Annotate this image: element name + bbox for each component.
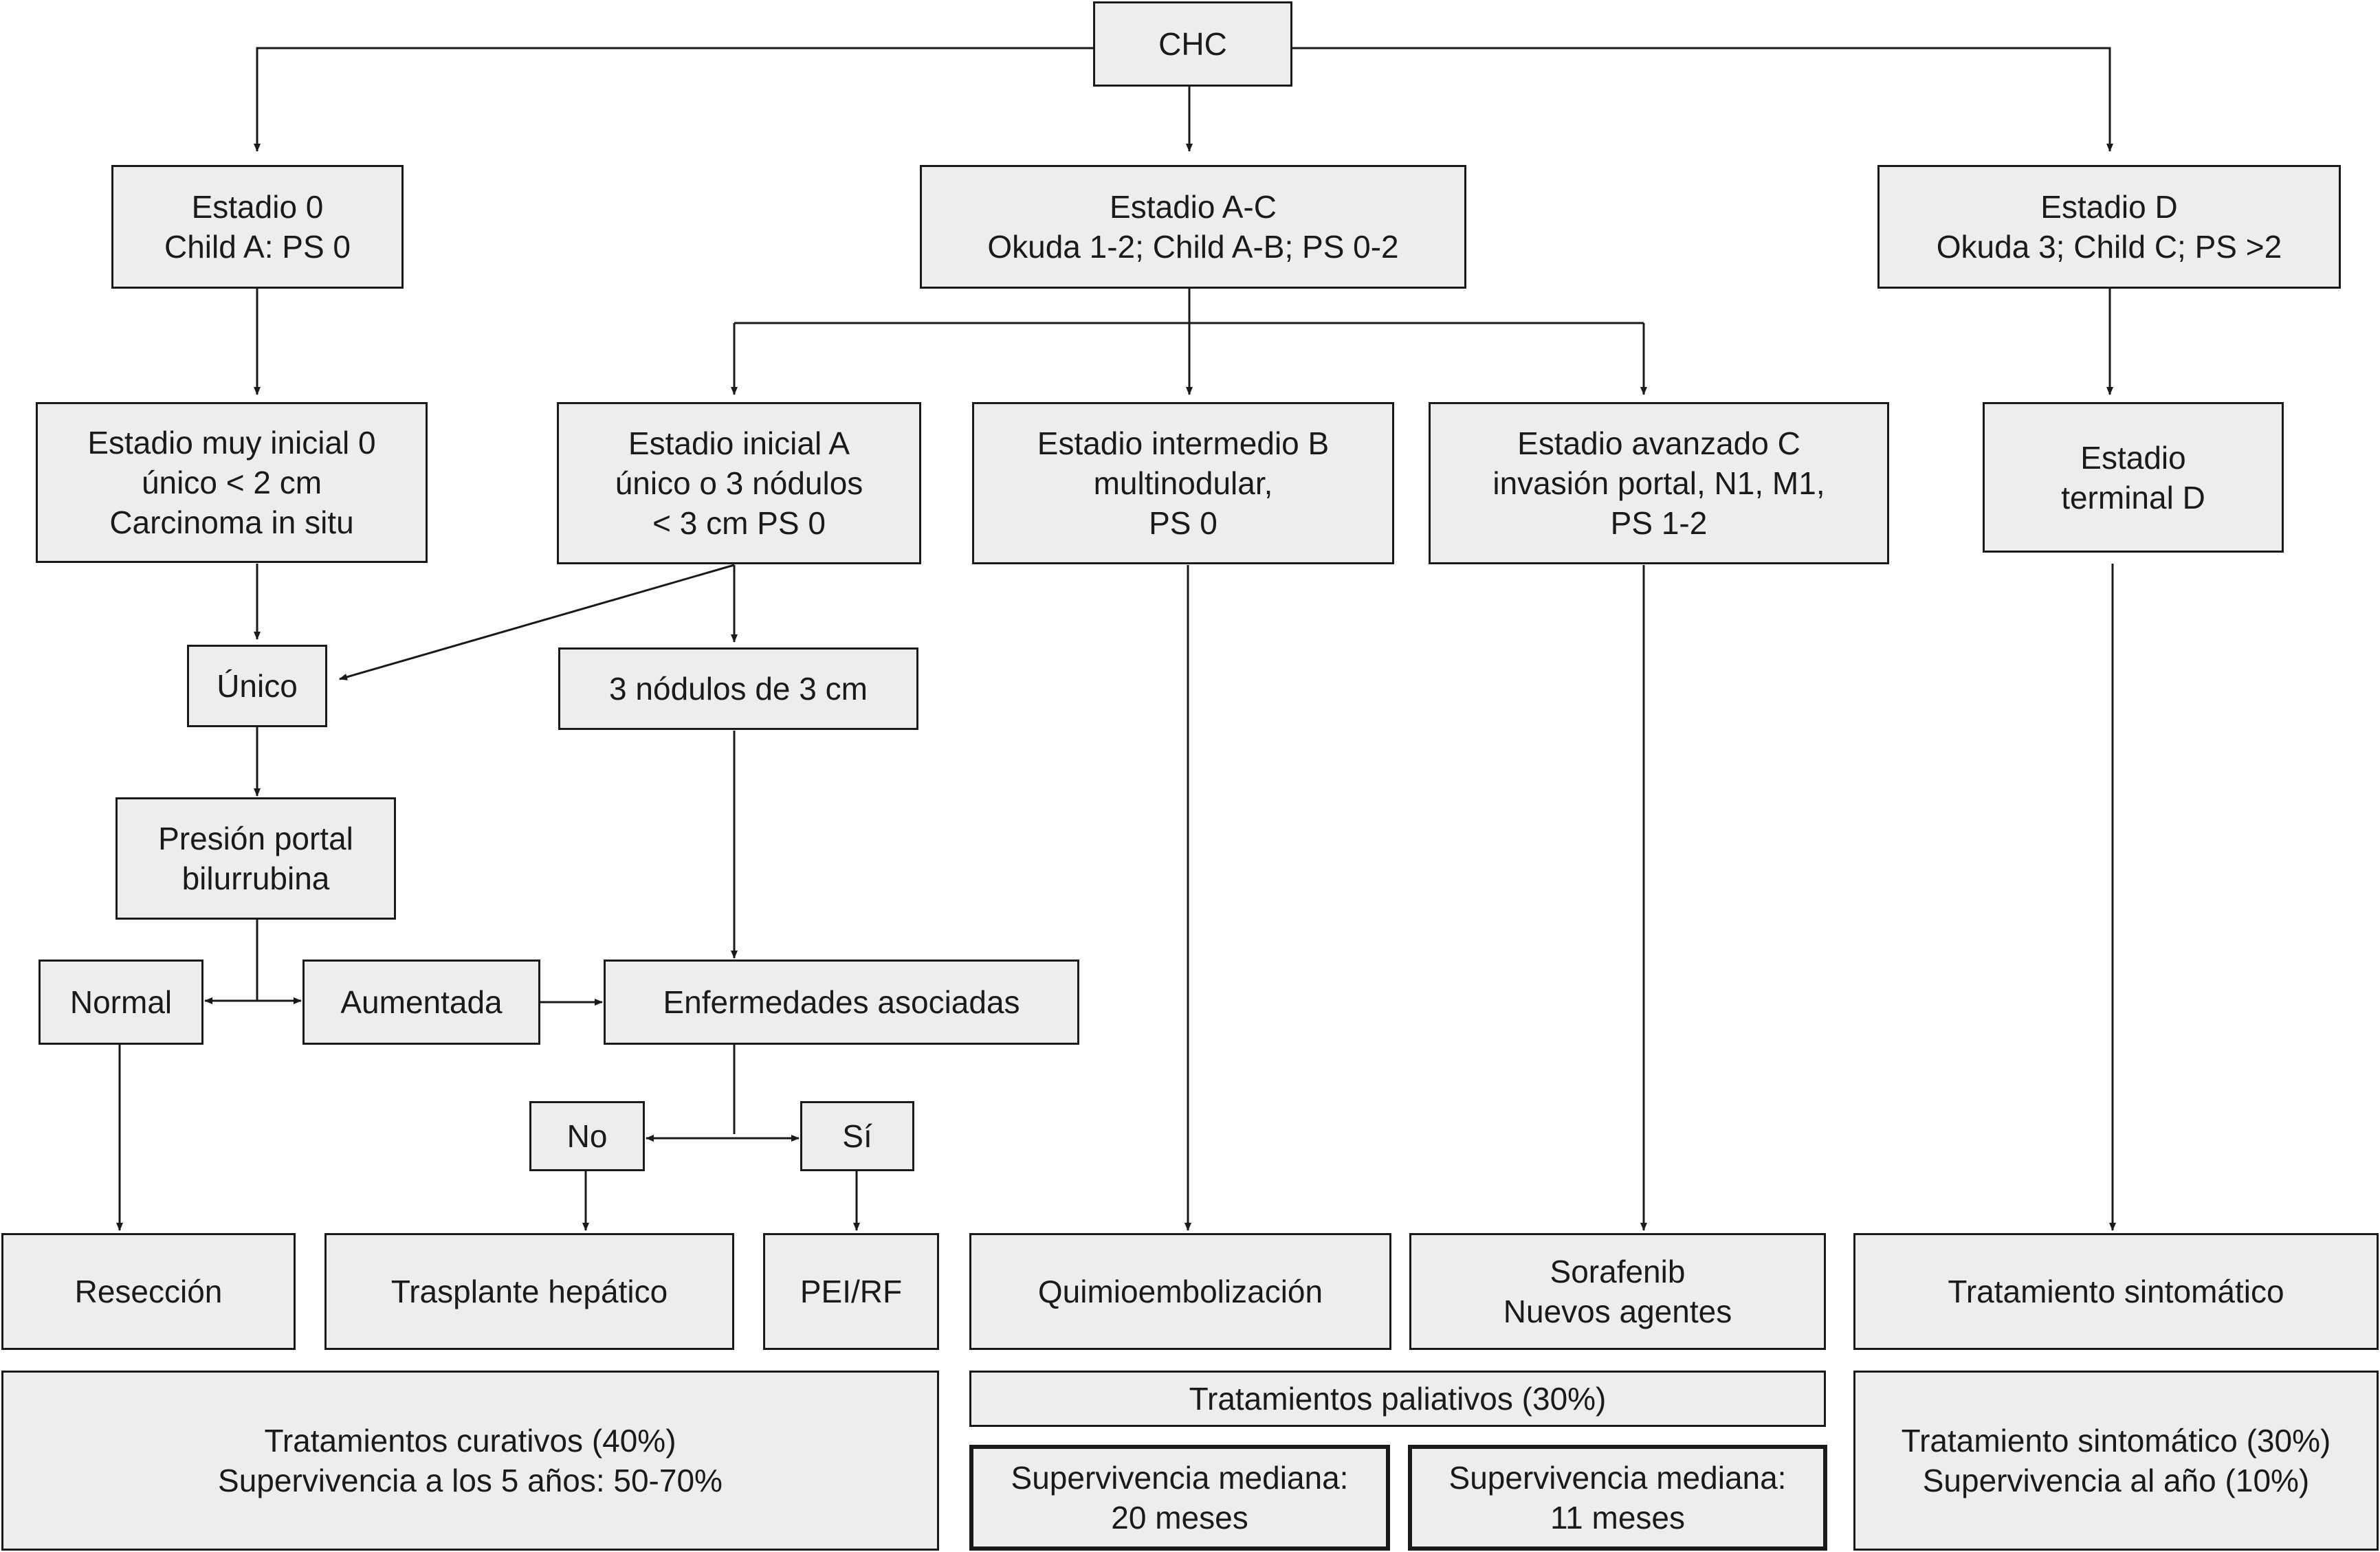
median-20-line1: Supervivencia mediana: (1011, 1460, 1349, 1496)
intermediate-line3: PS 0 (1149, 505, 1217, 541)
associated-diseases-node: Enfermedades asociadas (604, 960, 1079, 1045)
advanced-line2: invasión portal, N1, M1, (1492, 465, 1825, 501)
chemoembolization-node: Quimioembolización (969, 1233, 1391, 1350)
advanced-line3: PS 1-2 (1610, 505, 1708, 541)
median-11-line1: Supervivencia mediana: (1448, 1460, 1787, 1496)
arrow-early-unico (339, 564, 735, 680)
si-label: Sí (842, 1118, 872, 1154)
resection-label: Resección (74, 1274, 223, 1309)
si-node: Sí (800, 1101, 914, 1171)
increased-node: Aumentada (302, 960, 540, 1045)
stageAC-line1: Estadio A-C (1110, 189, 1277, 225)
no-label: No (566, 1118, 608, 1154)
unico-node: Único (187, 645, 327, 727)
curative-outcome-node: Tratamientos curativos (40%) Supervivenc… (1, 1371, 939, 1551)
early-line2: único o 3 nódulos (615, 465, 863, 501)
chc-node: CHC (1093, 1, 1292, 87)
very-early-line2: único < 2 cm (141, 465, 322, 500)
symptomatic-outcome-node: Tratamiento sintomático (30%) Superviven… (1853, 1371, 2379, 1551)
symptomatic-treatment-node: Tratamiento sintomático (1853, 1233, 2379, 1350)
normal-node: Normal (38, 960, 203, 1045)
chc-label: CHC (1158, 26, 1227, 62)
increased-label: Aumentada (340, 984, 503, 1020)
portal-pressure-line2: bilurrubina (181, 861, 330, 896)
arrow-chc-stageD (1292, 47, 2113, 152)
pei-rf-label: PEI/RF (800, 1274, 903, 1309)
sorafenib-line1: Sorafenib (1550, 1254, 1686, 1289)
very-early-line1: Estadio muy inicial 0 (87, 425, 376, 461)
portal-pressure-line1: Presión portal (158, 821, 353, 856)
symptomatic-outcome-line2: Supervivencia al año (10%) (1922, 1463, 2310, 1498)
palliative-outcome-node: Tratamientos paliativos (30%) (969, 1371, 1826, 1427)
advanced-stage-node: Estadio avanzado C invasión portal, N1, … (1429, 402, 1889, 564)
early-line1: Estadio inicial A (628, 425, 850, 461)
intermediate-stage-node: Estadio intermedio B multinodular, PS 0 (972, 402, 1394, 564)
stageAC-line2: Okuda 1-2; Child A-B; PS 0-2 (987, 229, 1399, 265)
symptomatic-label: Tratamiento sintomático (1948, 1274, 2284, 1309)
sorafenib-line2: Nuevos agentes (1503, 1294, 1732, 1329)
curative-line2: Supervivencia a los 5 años: 50-70% (218, 1463, 723, 1498)
transplant-node: Trasplante hepático (324, 1233, 734, 1350)
sorafenib-node: Sorafenib Nuevos agentes (1409, 1233, 1826, 1350)
normal-label: Normal (69, 984, 173, 1020)
three-nodules-node: 3 nódulos de 3 cm (558, 647, 918, 730)
symptomatic-outcome-line1: Tratamiento sintomático (30%) (1901, 1423, 2331, 1459)
palliative-label: Tratamientos paliativos (30%) (1189, 1381, 1607, 1417)
chemo-label: Quimioembolización (1037, 1274, 1323, 1309)
early-line3: < 3 cm PS 0 (652, 505, 826, 541)
intermediate-line1: Estadio intermedio B (1037, 425, 1330, 461)
terminal-line2: terminal D (2061, 479, 2205, 516)
three-nodules-label: 3 nódulos de 3 cm (609, 671, 868, 707)
no-node: No (529, 1101, 645, 1171)
stage0-node: Estadio 0 Child A: PS 0 (111, 165, 404, 289)
median-survival-11-node: Supervivencia mediana: 11 meses (1408, 1445, 1827, 1551)
very-early-stage-node: Estadio muy inicial 0 único < 2 cm Carci… (36, 402, 428, 563)
stageAC-node: Estadio A-C Okuda 1-2; Child A-B; PS 0-2 (920, 165, 1466, 289)
pei-rf-node: PEI/RF (763, 1233, 939, 1350)
early-stage-node: Estadio inicial A único o 3 nódulos < 3 … (557, 402, 921, 564)
median-11-line2: 11 meses (1550, 1500, 1686, 1536)
resection-node: Resección (1, 1233, 296, 1350)
stage0-line1: Estadio 0 (191, 189, 324, 225)
associated-label: Enfermedades asociadas (663, 984, 1020, 1020)
very-early-line3: Carcinoma in situ (109, 505, 354, 540)
portal-pressure-node: Presión portal bilurrubina (115, 797, 396, 920)
curative-line1: Tratamientos curativos (40%) (264, 1423, 676, 1459)
stage0-line2: Child A: PS 0 (164, 229, 351, 265)
stageD-node: Estadio D Okuda 3; Child C; PS >2 (1877, 165, 2341, 289)
intermediate-line2: multinodular, (1093, 465, 1273, 501)
terminal-line1: Estadio (2080, 439, 2186, 476)
median-survival-20-node: Supervivencia mediana: 20 meses (969, 1445, 1390, 1551)
transplant-label: Trasplante hepático (390, 1274, 668, 1309)
stageD-line2: Okuda 3; Child C; PS >2 (1936, 229, 2282, 265)
unico-label: Único (217, 668, 298, 704)
median-20-line2: 20 meses (1111, 1500, 1248, 1536)
stageD-line1: Estadio D (2040, 189, 2178, 225)
arrow-chc-stage0 (254, 47, 1093, 152)
advanced-line1: Estadio avanzado C (1517, 425, 1800, 461)
terminal-stage-node: Estadio terminal D (1983, 402, 2284, 553)
